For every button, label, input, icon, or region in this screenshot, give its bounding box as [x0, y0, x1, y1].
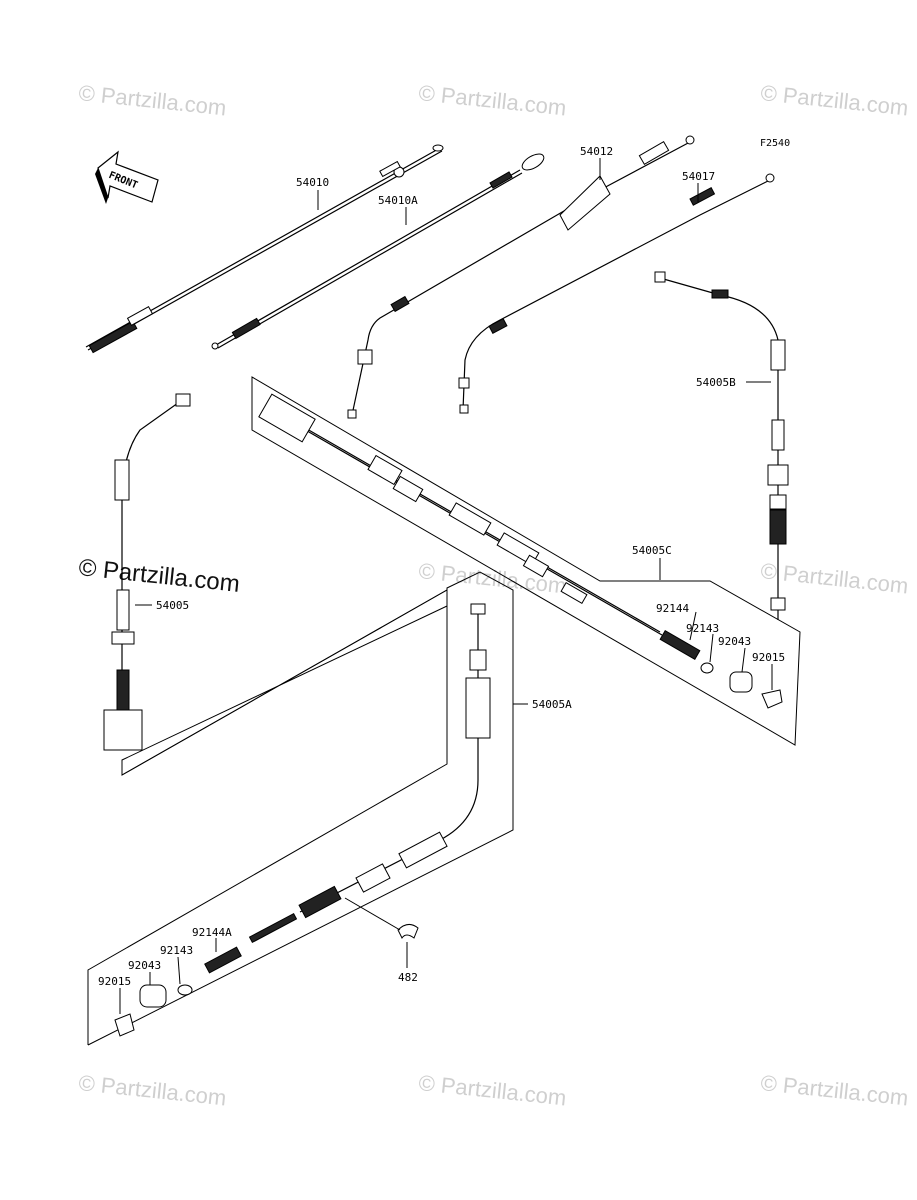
label-54010: 54010 [296, 176, 329, 189]
watermark: © Partzilla.com [417, 80, 567, 120]
cable-54017 [458, 173, 775, 414]
cable-54010A [211, 153, 545, 350]
label-92043-right: 92043 [718, 635, 751, 648]
watermark-prominent: © Partzilla.com [77, 554, 241, 598]
label-92143-right: 92143 [686, 622, 719, 635]
hardware-left [114, 946, 242, 1037]
label-54005C: 54005C [632, 544, 672, 557]
watermark: © Partzilla.com [759, 80, 909, 120]
hardware-right [659, 629, 783, 709]
panel-54005A [87, 571, 514, 1046]
watermark: © Partzilla.com [759, 1070, 909, 1110]
label-482: 482 [398, 971, 418, 984]
label-54012: 54012 [580, 145, 613, 158]
label-92143-left: 92143 [160, 944, 193, 957]
part-labels: 54010 54010A 54012 54017 54005B 54005C 5… [98, 145, 785, 988]
label-54017: 54017 [682, 170, 715, 183]
watermark-group: © Partzilla.com © Partzilla.com © Partzi… [77, 80, 909, 1110]
label-92144-right: 92144 [656, 602, 689, 615]
label-54005B: 54005B [696, 376, 736, 389]
label-92043-left: 92043 [128, 959, 161, 972]
figure-code: F2540 [760, 138, 790, 149]
front-arrow-icon: FRONT [95, 150, 159, 204]
label-92144A: 92144A [192, 926, 232, 939]
label-92015-left: 92015 [98, 975, 131, 988]
panel-54005 [103, 393, 448, 776]
watermark: © Partzilla.com [77, 80, 227, 120]
label-54010A: 54010A [378, 194, 418, 207]
cable-54010 [85, 144, 444, 354]
label-54005A: 54005A [532, 698, 572, 711]
cable-54012 [347, 135, 695, 419]
cable-54005B [654, 271, 789, 620]
watermark: © Partzilla.com [759, 558, 909, 598]
watermark: © Partzilla.com [77, 1070, 227, 1110]
label-92015-right: 92015 [752, 651, 785, 664]
watermark: © Partzilla.com [417, 1070, 567, 1110]
label-54005: 54005 [156, 599, 189, 612]
leader-lines [119, 158, 773, 1014]
panel-54005C [251, 376, 801, 746]
